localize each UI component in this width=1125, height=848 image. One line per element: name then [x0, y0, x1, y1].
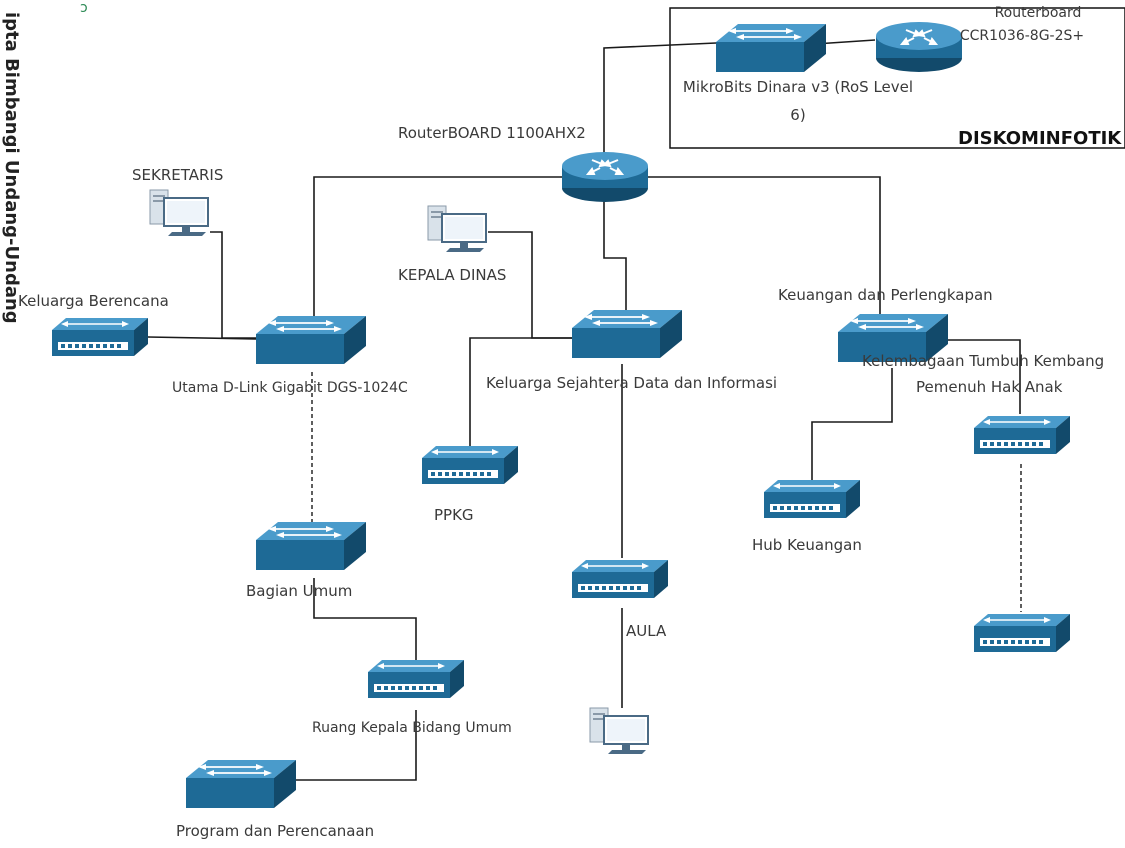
kelembagaan-hub-icon: [973, 415, 1071, 455]
keluarga-sejahtera-switch-icon: [571, 309, 683, 359]
mikrobits-label-2: 6): [790, 106, 805, 124]
side-watermark: ipta Bimbangi Undang-Undang: [1, 12, 22, 324]
keluarga-sejahtera-label: Keluarga Sejahtera Data dan Informasi: [486, 374, 777, 392]
ppkg-label: PPKG: [434, 506, 474, 524]
routerboard-1100-label: RouterBOARD 1100AHX2: [398, 124, 586, 142]
diskominfotik-label: DISKOMINFOTIK: [958, 128, 1122, 149]
bagian-umum-label: Bagian Umum: [246, 582, 352, 600]
routerboard-1100-icon: [561, 151, 649, 203]
hub-keuangan-icon: [763, 479, 861, 519]
mikrobits-label-1: MikroBits Dinara v3 (RoS Level: [683, 78, 913, 96]
aula-pc-icon: [589, 707, 649, 755]
ruang-kepala-hub-icon: [367, 659, 465, 699]
kelembagaan-label-2: Pemenuh Hak Anak: [916, 378, 1063, 396]
aula-hub-icon: [571, 559, 669, 599]
utama-dlink-switch-icon: [255, 315, 367, 365]
connections: [147, 39, 1022, 781]
kepala-dinas-label: KEPALA DINAS: [398, 266, 506, 284]
sekretaris-label: SEKRETARIS: [132, 166, 223, 184]
ruang-kepala-label: Ruang Kepala Bidang Umum: [312, 720, 512, 736]
program-label: Program dan Perencanaan: [176, 822, 374, 840]
ppkg-hub-icon: [421, 445, 519, 485]
routerboard-ccr-label-2: CCR1036-8G-2S+: [960, 28, 1084, 44]
mikrobits-switch-icon: [715, 23, 827, 73]
svg-text:ipta Bimbangi Undang-Undang: ipta Bimbangi Undang-Undang: [1, 12, 22, 324]
program-switch-icon: [185, 759, 297, 809]
keuangan-label: Keuangan dan Perlengkapan: [778, 286, 993, 304]
bagian-umum-switch-icon: [255, 521, 367, 571]
keluarga-berencana-label: Keluarga Berencana: [18, 292, 169, 310]
corner-mark: ↄ: [80, 0, 88, 16]
kepala-dinas-pc-icon: [427, 205, 487, 253]
kelembagaan-label-1: Kelembagaan Tumbuh Kembang: [862, 352, 1104, 370]
routerboard-ccr-label-1: Routerboard: [995, 5, 1082, 21]
kelembagaan-lower-hub-icon: [973, 613, 1071, 653]
utama-dlink-label: Utama D-Link Gigabit DGS-1024C: [172, 380, 408, 396]
aula-label: AULA: [626, 622, 667, 640]
keluarga-berencana-hub-icon: [51, 317, 149, 357]
routerboard-ccr-icon: [875, 21, 963, 73]
sekretaris-pc-icon: [149, 189, 209, 237]
hub-keuangan-label: Hub Keuangan: [752, 536, 862, 554]
diskominfotik-box: [669, 7, 1125, 149]
